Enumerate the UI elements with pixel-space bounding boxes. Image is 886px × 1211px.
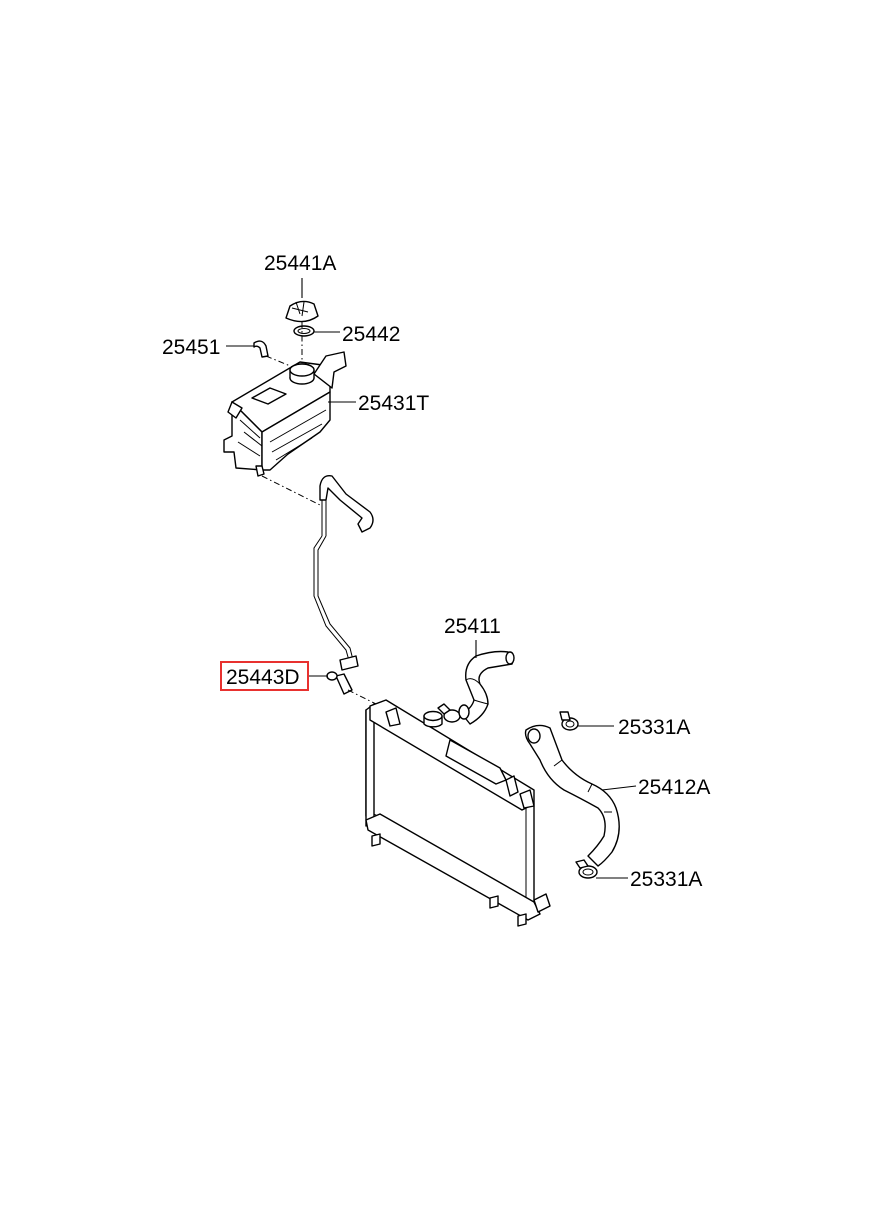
reservoir-tank — [223, 351, 347, 477]
label-reservoir-hose[interactable]: 25443D — [226, 666, 300, 689]
label-clamp-lower[interactable]: 25331A — [630, 868, 702, 891]
radiator — [365, 699, 551, 927]
hose-clamp-upper — [559, 711, 579, 731]
upper-radiator-hose — [437, 650, 515, 725]
label-overflow-hose[interactable]: 25451 — [162, 336, 220, 359]
label-upper-hose[interactable]: 25411 — [444, 615, 501, 638]
label-seal[interactable]: 25442 — [342, 323, 400, 346]
label-reservoir[interactable]: 25431T — [358, 392, 429, 415]
lower-radiator-hose — [524, 724, 620, 867]
highlight-box — [220, 661, 309, 691]
reservoir-cap — [285, 300, 319, 323]
label-lower-hose[interactable]: 25412A — [638, 776, 710, 799]
hose-clamp-lower — [575, 859, 598, 879]
overflow-hose — [253, 340, 269, 358]
reservoir-hose — [313, 475, 374, 695]
label-cap[interactable]: 25441A — [264, 252, 336, 275]
cap-seal-ring — [293, 325, 315, 337]
label-clamp-upper[interactable]: 25331A — [618, 716, 690, 739]
leader-lower-hose — [601, 785, 637, 791]
